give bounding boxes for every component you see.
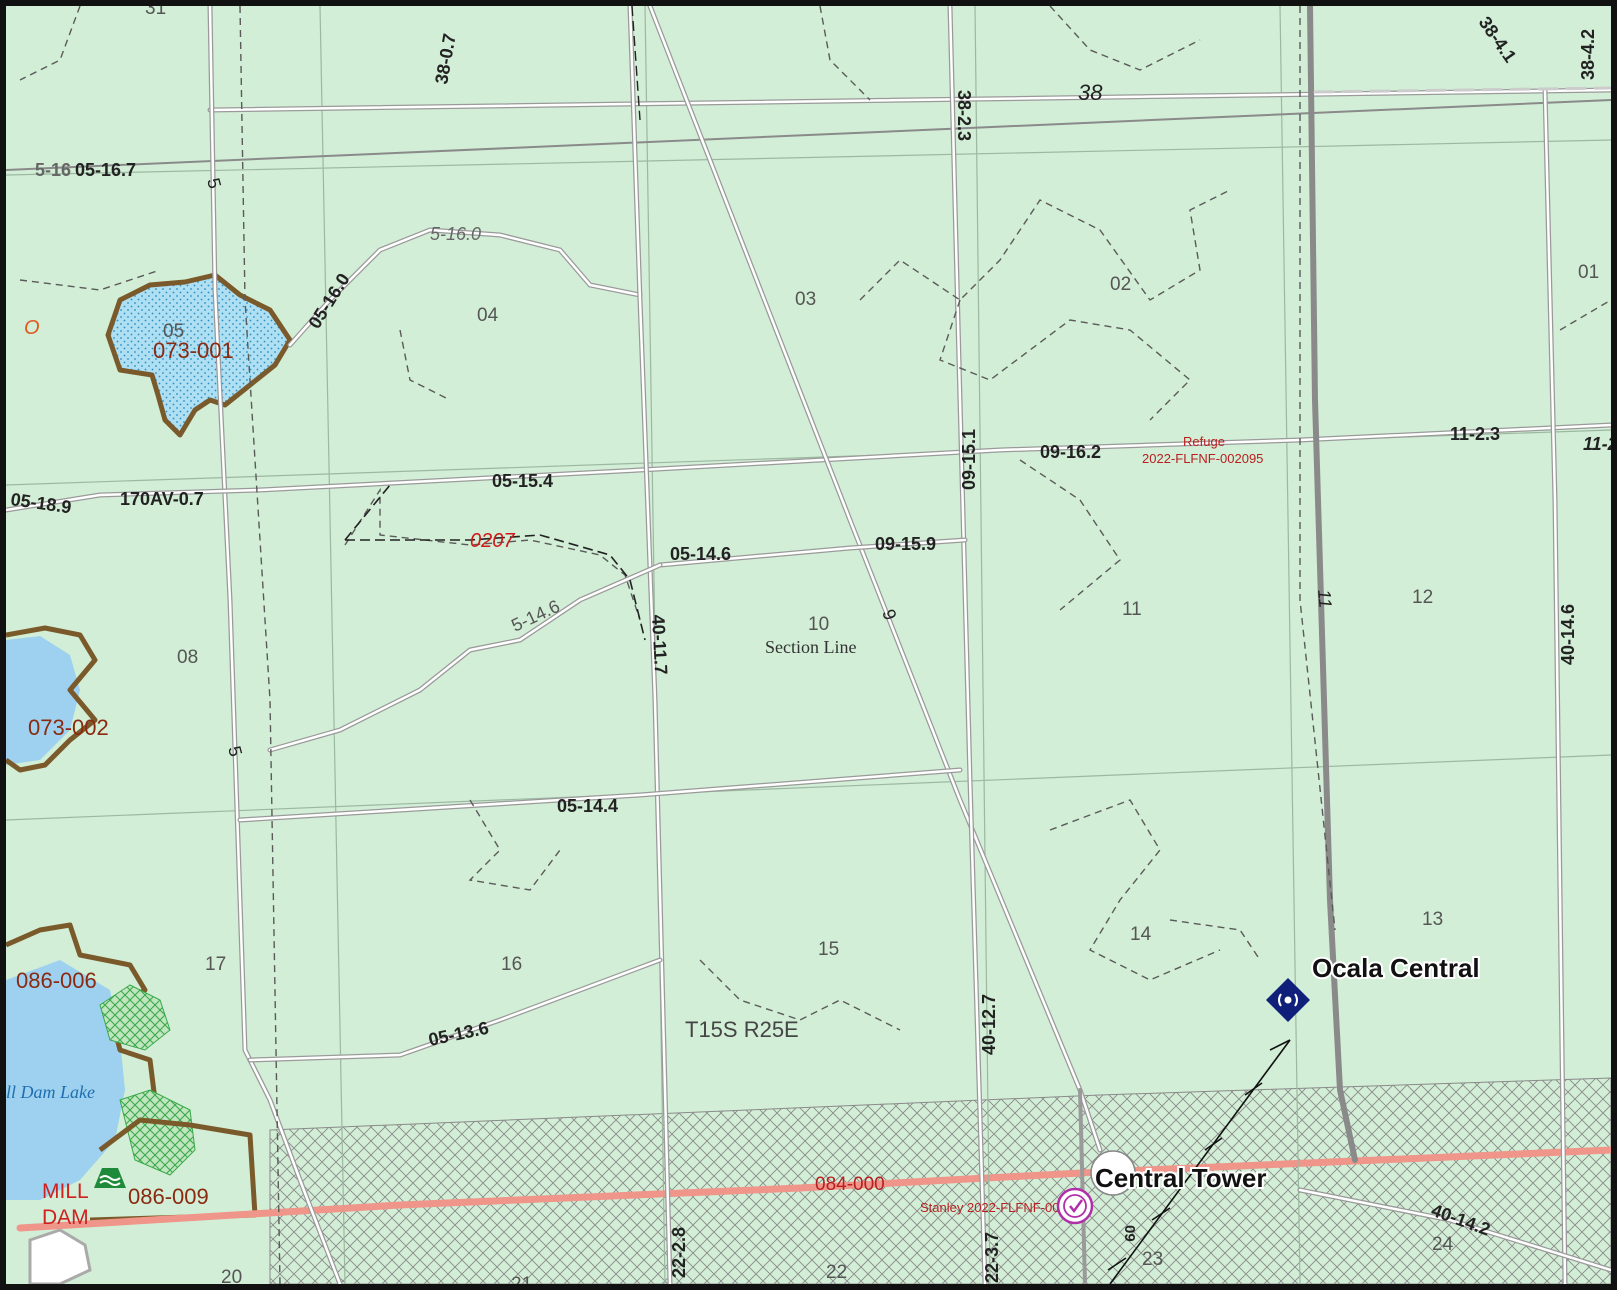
road-label-22-3-7: 22-3.7 — [982, 1232, 1002, 1283]
unit-label-086-009: 086-009 — [128, 1184, 209, 1209]
section-11: 11 — [1122, 599, 1142, 620]
section-10: 10 — [808, 614, 829, 635]
road-label-5-16-0-ghost: 5-16.0 — [430, 224, 481, 244]
road-label-5-16-ghost: 5-16 — [35, 160, 71, 180]
navy-diamond-radio-icon[interactable] — [1266, 978, 1310, 1022]
road-label-5-a: 5 — [203, 176, 225, 191]
dam-label-line1: MILL — [42, 1180, 89, 1203]
road-label-0207: 0207 — [470, 530, 515, 552]
unit-label-073-001: 073-001 — [153, 338, 234, 363]
section-line-label: Section Line — [765, 637, 856, 657]
section-12: 12 — [1412, 587, 1433, 608]
dam-icon[interactable] — [94, 1168, 126, 1188]
unit-label-073-002: 073-002 — [28, 715, 109, 740]
section-22: 22 — [826, 1262, 847, 1283]
road-label-38: 38 — [1078, 80, 1103, 105]
section-20: 20 — [221, 1267, 242, 1284]
road-label-5-b: 5 — [224, 744, 246, 759]
section-05: 05 — [163, 321, 184, 342]
section-24: 24 — [1432, 1234, 1454, 1255]
section-15: 15 — [818, 939, 839, 960]
lake-west — [6, 636, 80, 765]
section-04: 04 — [477, 305, 499, 326]
white-circle-icon[interactable] — [1090, 1150, 1136, 1196]
section-31: 31 — [145, 6, 166, 19]
highway-084-000 — [16, 1146, 1611, 1232]
land-background — [6, 6, 1611, 1284]
small-red-o: O — [24, 317, 40, 339]
stanley-label: Stanley 2022-FLFNF-000277 — [920, 1200, 1088, 1215]
road-label-38-2-3: 38-2.3 — [954, 90, 974, 141]
refuge-name: Refuge — [1183, 434, 1225, 449]
place-central-tower: Central Tower — [1095, 1163, 1266, 1193]
road-label-09-15-1: 09-15.1 — [959, 429, 979, 490]
trail-network — [19, 6, 1611, 1284]
road-label-11-trunc: 11-2 — [1583, 434, 1611, 454]
section-13: 13 — [1422, 909, 1443, 930]
unit-label-086-006: 086-006 — [16, 968, 97, 993]
road-label-38-4-2: 38-4.2 — [1578, 29, 1598, 80]
pond-south — [28, 1228, 92, 1284]
section-21: 21 — [511, 1274, 532, 1284]
wetland-patch-2 — [119, 1089, 196, 1176]
road-label-05-14-4: 05-14.4 — [557, 796, 618, 816]
section-16: 16 — [501, 954, 522, 975]
road-label-084-000: 084-000 — [815, 1174, 885, 1195]
road-label-40-12-7: 40-12.7 — [979, 994, 999, 1055]
road-label-09-bottom: 09 — [1121, 1225, 1138, 1242]
place-ocala-central: Ocala Central — [1312, 953, 1480, 983]
road-label-22-2-8: 22-2.8 — [669, 1227, 689, 1278]
road-label-11-2-3: 11-2.3 — [1450, 424, 1500, 444]
road-label-170av: 170AV-0.7 — [120, 489, 204, 509]
road-label-05-15-4: 05-15.4 — [492, 471, 553, 491]
section-14: 14 — [1130, 924, 1152, 945]
map-canvas[interactable]: 38 38-0.7 38-2.3 38-4.1 38-4.2 05-16.7 5… — [6, 6, 1611, 1284]
road-label-40-11-7: 40-11.7 — [648, 614, 671, 675]
road-label-11: 11 — [1314, 589, 1336, 609]
magenta-circle-check-icon[interactable] — [1056, 1187, 1094, 1225]
township-label: T15S R25E — [685, 1017, 799, 1042]
refuge-id: 2022-FLFNF-002095 — [1142, 451, 1263, 466]
section-03: 03 — [795, 289, 816, 310]
dam-label-line2: DAM — [42, 1206, 89, 1229]
section-23: 23 — [1142, 1249, 1163, 1270]
section-17: 17 — [205, 954, 226, 975]
boundary-vertical-dashed — [631, 6, 641, 121]
section-01: 01 — [1578, 262, 1599, 283]
unit-073-002-area — [6, 625, 98, 773]
road-label-05-16-7: 05-16.7 — [75, 160, 136, 180]
unit-073-001-area — [105, 272, 293, 438]
road-label-09-15-9: 09-15.9 — [875, 534, 936, 554]
lake-label: ll Dam Lake — [6, 1082, 95, 1102]
section-08: 08 — [177, 647, 198, 668]
section-02: 02 — [1110, 274, 1131, 295]
road-label-05-14-6: 05-14.6 — [670, 544, 731, 564]
power-line — [1107, 1039, 1291, 1284]
boundary-0207 — [344, 484, 646, 641]
lake-southwest — [6, 960, 125, 1200]
road-label-09-16-2: 09-16.2 — [1040, 442, 1101, 462]
unit-086-006-area — [6, 922, 158, 1101]
road-label-40-14-6: 40-14.6 — [1558, 604, 1578, 665]
wetland-patch-1 — [99, 984, 171, 1051]
